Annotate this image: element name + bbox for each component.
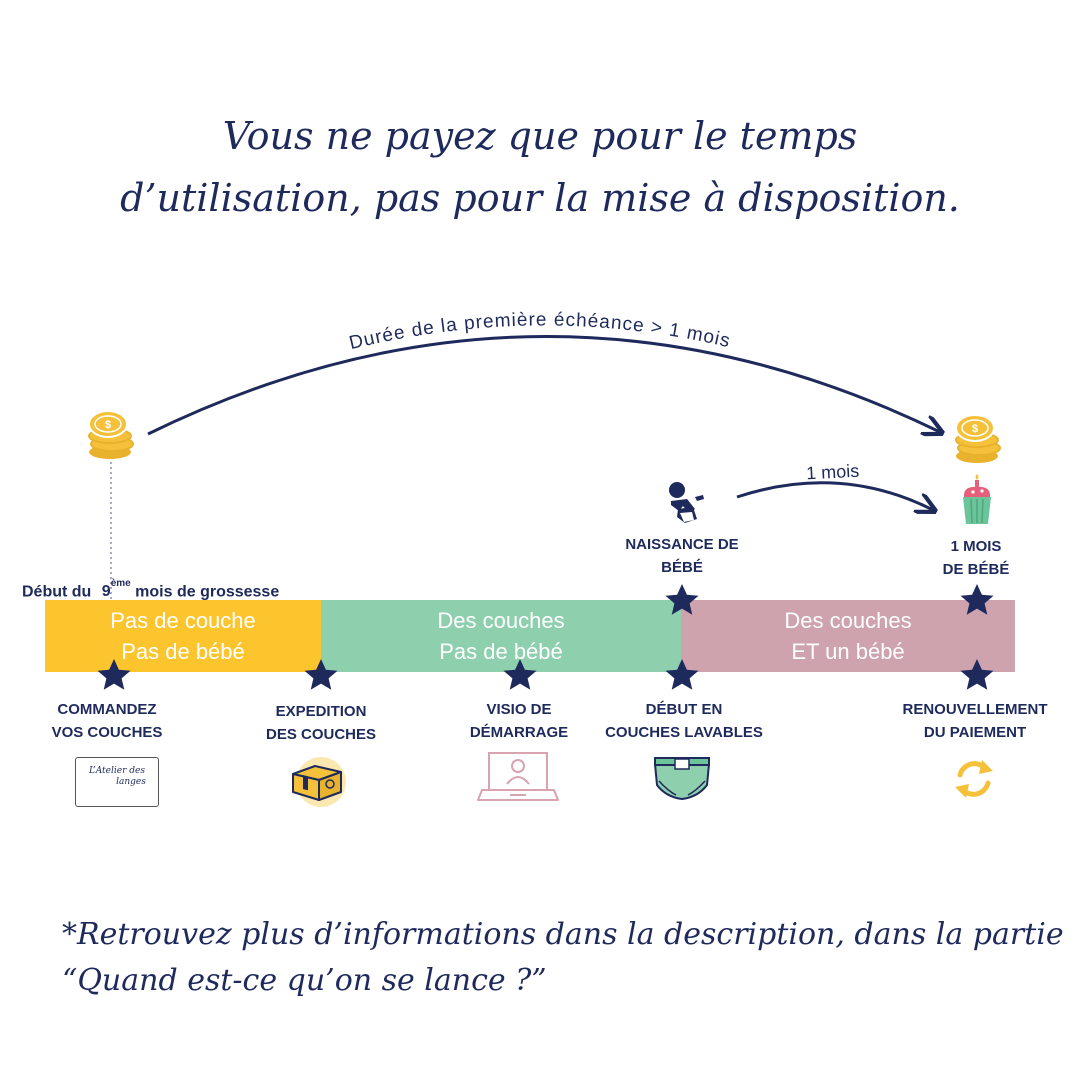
milestone-shipping-line-1: EXPEDITION	[275, 703, 367, 720]
milestone-visio: VISIO DE DÉMARRAGE	[470, 698, 568, 744]
segment-3-line-1: Des couches	[784, 608, 912, 633]
start-label-suffix: mois de grossesse	[135, 583, 280, 601]
shop-logo-line-1: L’Atelier des	[89, 766, 145, 776]
milestone-renewal-line-2: DU PAIEMENT	[923, 724, 1027, 741]
segment-1-line-2: Pas de bébé	[121, 639, 245, 664]
start-label: Début du 9ème mois de grossesse	[22, 578, 280, 601]
milestone-washable-line-1: DÉBUT EN	[645, 701, 723, 718]
start-label-sup: ème	[110, 578, 131, 589]
milestone-visio-line-1: VISIO DE	[486, 701, 552, 718]
segment-2-line-1: Des couches	[437, 608, 565, 633]
segment-1-line-1: Pas de couche	[110, 608, 256, 633]
milestone-one-month-line-1: 1 MOIS	[950, 538, 1002, 555]
title-line-2: d’utilisation, pas pour la mise à dispos…	[120, 176, 960, 220]
cupcake-icon	[963, 474, 991, 524]
box-icon	[292, 757, 346, 807]
star-icon	[960, 584, 994, 615]
shop-logo-frame	[75, 757, 159, 807]
renew-icon	[955, 760, 993, 798]
milestone-order-line-1: COMMANDEZ	[57, 701, 157, 718]
start-label-prefix: Début du	[22, 583, 92, 601]
milestone-renewal-line-1: RENOUVELLEMENT	[902, 701, 1048, 718]
segment-2-line-2: Pas de bébé	[439, 639, 563, 664]
arc-one-month	[736, 481, 933, 510]
milestone-order-line-2: VOS COUCHES	[51, 724, 163, 741]
arc-first-payment	[147, 335, 940, 434]
star-icon	[503, 659, 537, 690]
segment-3-line-2: ET un bébé	[791, 639, 905, 664]
milestone-shipping: EXPEDITION DES COUCHES	[266, 700, 376, 746]
shop-logo-text: L’Atelier des langes	[82, 766, 152, 788]
milestone-washable-line-2: COUCHES LAVABLES	[605, 724, 763, 741]
milestone-birth-line-2: BÉBÉ	[661, 559, 703, 576]
star-icon	[665, 659, 699, 690]
milestone-birth-line-1: NAISSANCE DE	[625, 536, 739, 553]
diaper-icon	[654, 757, 710, 800]
milestone-order: COMMANDEZ VOS COUCHES	[52, 698, 163, 744]
milestone-one-month: 1 MOIS DE BÉBÉ	[943, 535, 1010, 581]
footnote-line-1: *Retrouvez plus d’informations dans la d…	[62, 917, 1064, 952]
laptop-user-icon	[477, 752, 559, 801]
footnote-line-2: “Quand est-ce qu’on se lance ?”	[62, 963, 547, 998]
milestone-renewal: RENOUVELLEMENT DU PAIEMENT	[902, 698, 1047, 744]
milestone-visio-line-2: DÉMARRAGE	[469, 724, 569, 741]
segment-no-diaper: Pas de couche Pas de bébé	[45, 600, 321, 672]
star-icon	[97, 659, 131, 690]
footnote: *Retrouvez plus d’informations dans la d…	[62, 912, 1064, 1004]
baby-icon	[669, 482, 704, 523]
star-icon	[960, 659, 994, 690]
milestone-shipping-line-2: DES COUCHES	[265, 726, 377, 743]
shop-logo-line-2: langes	[116, 777, 146, 787]
coins-icon	[955, 414, 1001, 464]
milestone-one-month-line-2: DE BÉBÉ	[942, 561, 1010, 578]
star-icon	[304, 659, 338, 690]
arc-one-month-label: 1 mois	[806, 461, 860, 484]
star-icon	[665, 584, 699, 615]
coins-icon	[88, 410, 134, 460]
segment-diapers-and-baby: Des couches ET un bébé	[681, 600, 1015, 672]
milestone-birth: NAISSANCE DE BÉBÉ	[625, 533, 738, 579]
milestone-washable-start: DÉBUT EN COUCHES LAVABLES	[605, 698, 763, 744]
start-label-number: 9	[101, 583, 111, 601]
segment-diapers-no-baby: Des couches Pas de bébé	[321, 600, 681, 672]
title-line-1: Vous ne payez que pour le temps	[222, 114, 858, 158]
page-title: Vous ne payez que pour le temps d’utilis…	[40, 105, 1040, 229]
